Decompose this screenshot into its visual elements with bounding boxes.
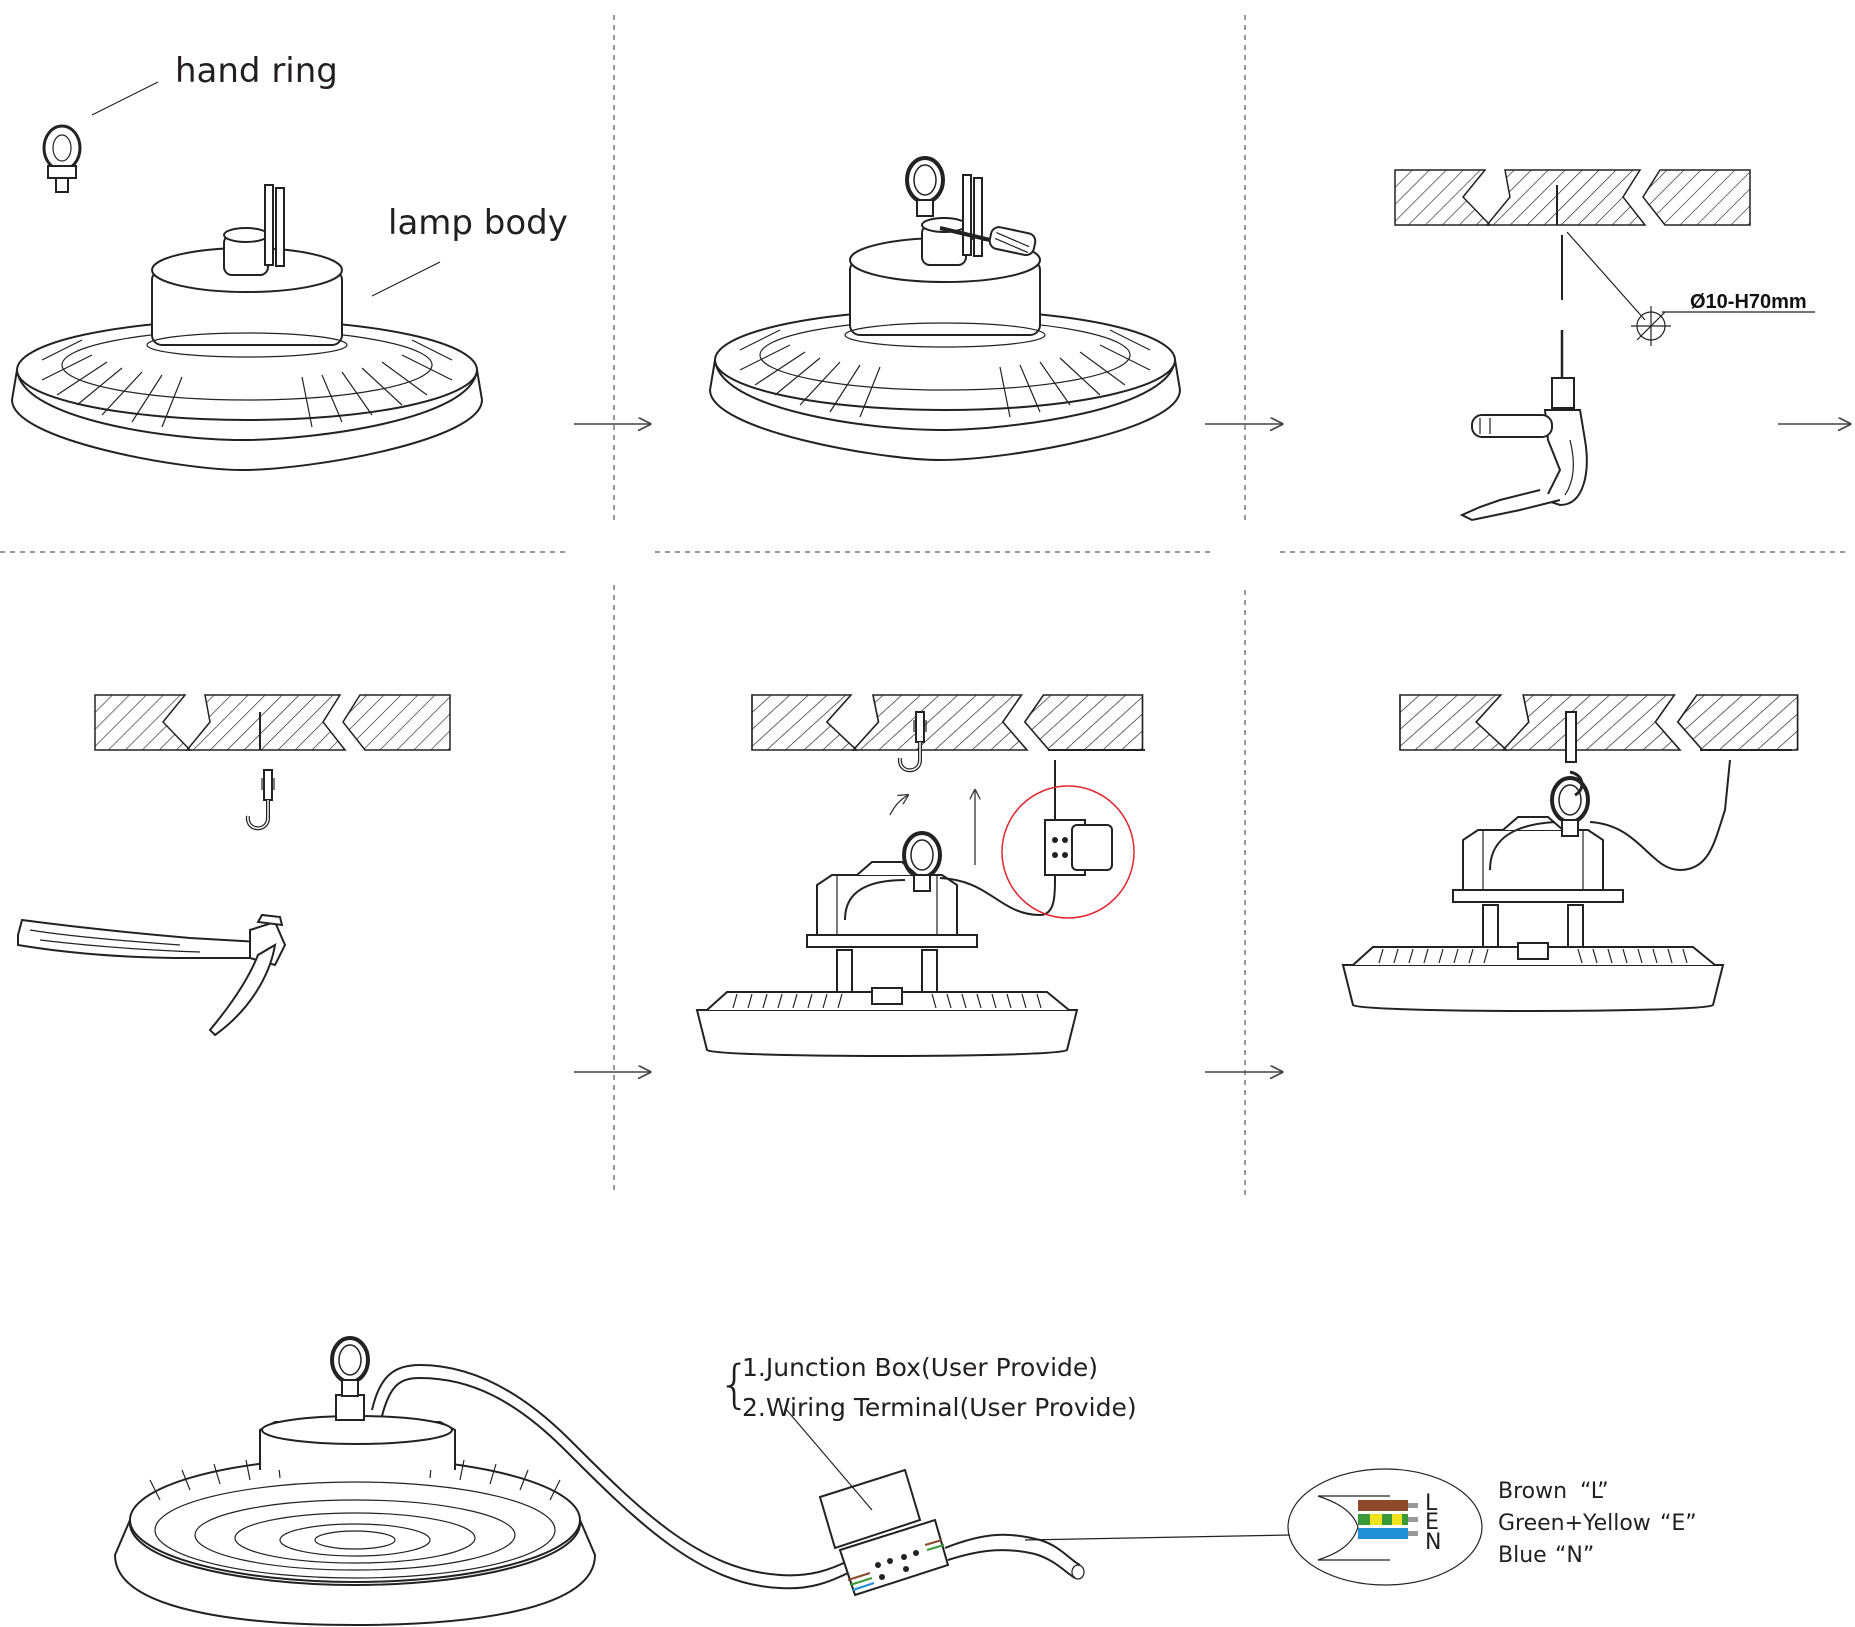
blue-wire [1358, 1528, 1408, 1539]
lamp-body-label: lamp body [388, 203, 568, 243]
ceiling-block [1399, 694, 1799, 751]
step-arrows [574, 424, 1850, 1072]
cable-detail: L E N [1287, 1468, 1483, 1586]
green-yellow-wire [1358, 1514, 1408, 1525]
lamp-bottom-icon [113, 1394, 597, 1627]
hook-anchor-icon [245, 768, 276, 831]
drill-spec-label: Ø10-H70mm [1690, 291, 1807, 313]
hand-ring-icon [42, 124, 82, 193]
wiring-section: { 1.Junction Box(User Provide) 2.Wiring … [113, 1336, 1697, 1627]
legend-green-yellow-code: “E” [1660, 1511, 1697, 1536]
terminal-e-label: E [1425, 1510, 1439, 1535]
ceiling-block [1394, 169, 1751, 226]
brown-wire [1358, 1500, 1408, 1511]
legend-brown-name: Brown [1498, 1479, 1567, 1504]
junction-box-icon [818, 1468, 950, 1597]
hammer-icon [17, 913, 287, 1037]
step1-hand-ring-and-lamp-body: hand ring lamp body [11, 51, 568, 471]
screwdriver-icon [939, 226, 1037, 257]
junction-box-highlight [1001, 785, 1135, 919]
step5-hang-and-wire [696, 694, 1145, 1057]
step4-insert-hook [17, 694, 451, 1037]
legend-brown-code: “L” [1580, 1479, 1609, 1504]
lamp-with-ring-icon [709, 174, 1181, 461]
lamp-side-icon [696, 861, 1078, 1057]
ring-bottom-icon [330, 1336, 370, 1398]
legend-blue-code: “N” [1555, 1543, 1594, 1568]
step2-attach-ring [709, 156, 1181, 461]
svg-text:{: { [718, 1355, 751, 1415]
step6-installed [1342, 694, 1799, 1012]
terminal-n-label: N [1425, 1530, 1441, 1555]
ring-on-lamp-icon [905, 156, 945, 218]
legend-blue-name: Blue [1498, 1543, 1547, 1568]
terminal-l-label: L [1425, 1491, 1438, 1516]
hand-ring-label: hand ring [175, 51, 338, 91]
legend-green-yellow-name: Green+Yellow [1498, 1511, 1651, 1536]
junction-box-label: 1.Junction Box(User Provide) [742, 1353, 1098, 1382]
drill-icon [1459, 330, 1588, 522]
ceiling-block [94, 694, 451, 751]
drill-hole-icon [1631, 306, 1671, 346]
wire-color-legend: Brown “L” Green+Yellow “E” Blue “N” [1498, 1479, 1697, 1568]
wiring-terminal-label: 2.Wiring Terminal(User Provide) [742, 1393, 1137, 1422]
ceiling-block [751, 694, 1144, 751]
step3-drill-ceiling: Ø10-H70mm [1394, 169, 1815, 522]
grid-separators [0, 15, 1850, 1195]
lamp-side-icon [1342, 816, 1724, 1012]
